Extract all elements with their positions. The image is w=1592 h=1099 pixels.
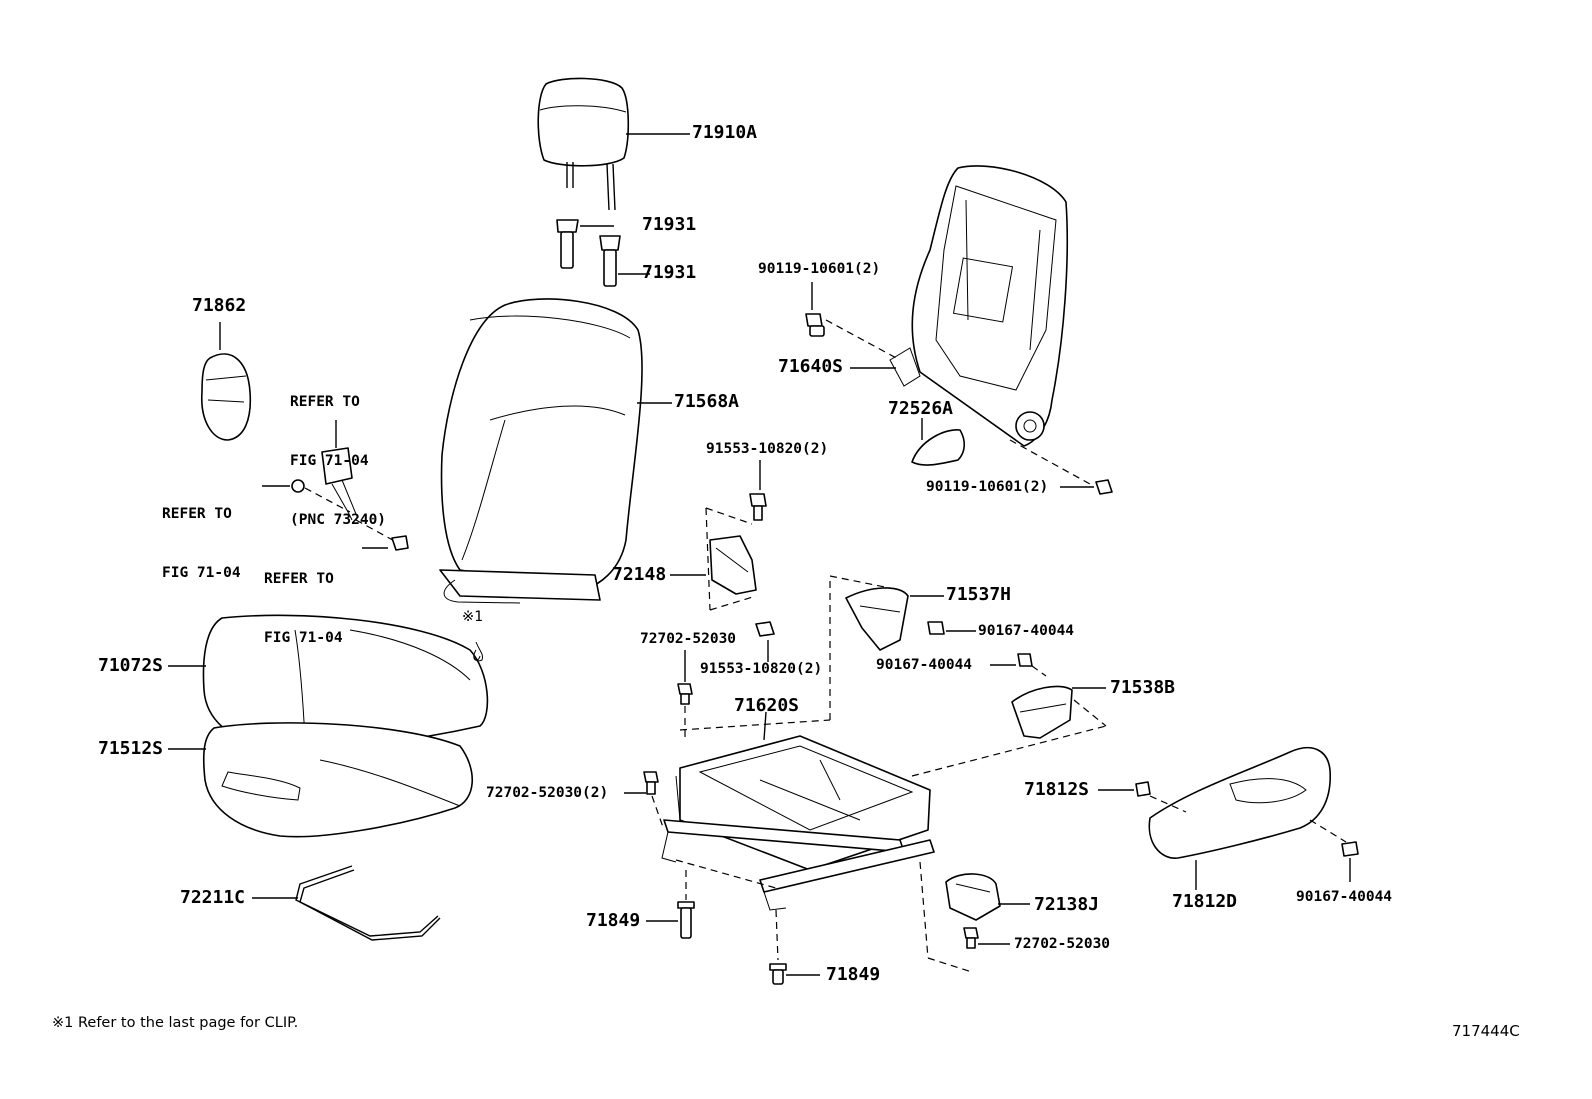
callout-71538B: 71538B [1110,677,1176,698]
seat-belt-buckle-illustration [262,420,409,551]
clip-illustration [473,641,483,662]
bolt-90119-illustration [805,282,1113,495]
callout-90167-lower: 90167-40044 [1296,889,1393,905]
callout-90167-upper: 90167-40044 [978,623,1075,639]
callout-72702-upper: 72702-52030 [640,631,737,647]
bracket-72148-illustration [670,460,775,662]
footnote: ※1 Refer to the last page for CLIP. [52,1015,299,1031]
cover-72138j-illustration [945,873,1030,921]
seat-wire-illustration [252,865,441,941]
callout-71849-left: 71849 [586,910,641,931]
callout-71931-lower: 71931 [642,262,697,283]
callout-71849-bottom: 71849 [826,964,881,985]
callout-71862: 71862 [192,295,247,316]
clip-note-marker: ※1 [462,609,483,625]
callout-72702-lower: 72702-52030 [1014,936,1111,952]
pin-71849-illustration [646,901,820,985]
refer-to-belt-note: REFER TO FIG 71-04 (PNC 73240) [290,354,386,569]
callout-71931-upper: 71931 [642,214,697,235]
headrest-illustration [537,77,690,211]
refer-to-left-note: REFER TO FIG 71-04 [162,466,241,623]
seat-cushion-pad-illustration [168,722,473,838]
callout-72526A: 72526A [888,398,954,419]
figure-code: 717444C [1452,1022,1520,1040]
refer-to-lower-note: REFER TO FIG 71-04 [264,531,343,688]
refer-line-1: REFER TO [290,394,360,411]
callout-90167-middle: 90167-40044 [876,657,973,673]
callout-71512S: 71512S [98,738,164,759]
callout-72138J: 72138J [1034,894,1100,915]
callout-90119-upper: 90119-10601(2) [758,261,881,277]
callout-71812S: 71812S [1024,779,1090,800]
callout-91553-upper: 91553-10820(2) [706,441,829,457]
headrest-guide-illustration [556,219,650,287]
callout-71640S: 71640S [778,356,844,377]
callout-72211C: 72211C [180,887,246,908]
callout-71910A: 71910A [692,122,758,143]
callout-71812D: 71812D [1172,891,1238,912]
recliner-knob-illustration [911,418,966,466]
refer-line-2: FIG 71-04 [264,629,343,646]
callout-72702-middle: 72702-52030(2) [486,785,609,801]
callout-71568A: 71568A [674,391,740,412]
refer-line-1: REFER TO [162,506,232,523]
callout-71072S: 71072S [98,655,164,676]
fastener-72702-illustration [624,650,1010,949]
refer-line-2: FIG 71-04 [290,452,369,469]
callout-91553-lower: 91553-10820(2) [700,661,823,677]
seat-adjuster-illustration [661,575,1107,973]
seatback-cover-illustration [439,298,672,604]
callout-72148: 72148 [612,564,667,585]
inner-cover-illustration [845,587,1107,739]
refer-line-3: (PNC 73240) [290,511,387,528]
refer-line-2: FIG 71-04 [162,564,241,581]
callout-71537H: 71537H [946,584,1012,605]
callout-71620S: 71620S [734,695,800,716]
refer-line-1: REFER TO [264,571,334,588]
seatback-frame-illustration [825,165,1091,485]
callout-90119-lower: 90119-10601(2) [926,479,1049,495]
side-cover-illustration [201,322,252,441]
side-shield-illustration [1098,746,1359,890]
